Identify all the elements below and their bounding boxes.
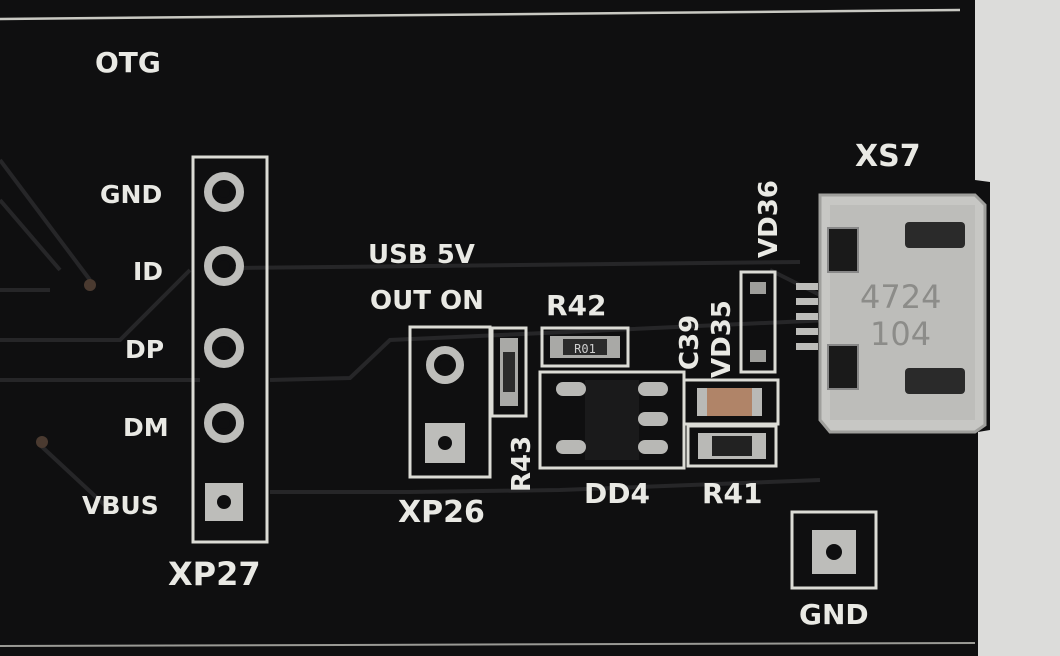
xs7-label: XS7 — [855, 139, 921, 174]
r42-label: R42 — [546, 289, 607, 322]
r41-outline — [686, 424, 778, 468]
dd4-label: DD4 — [584, 477, 650, 510]
connector-tab — [827, 344, 859, 390]
connector-slot — [905, 368, 965, 394]
pin-label-gnd: GND — [100, 180, 162, 209]
gnd-pad-outline — [790, 510, 878, 590]
via — [84, 279, 96, 291]
xp26-outline — [408, 325, 492, 479]
connector-slot — [905, 222, 965, 248]
via — [36, 436, 48, 448]
out-on-label: OUT ON — [370, 286, 484, 316]
c39-label: C39 — [675, 315, 705, 370]
connector-marking-1: 4724 — [860, 278, 941, 316]
r42-marking: R01 — [574, 342, 596, 356]
r43-label: R43 — [507, 436, 537, 492]
xp26-label: XP26 — [398, 495, 485, 530]
pin-label-vbus: VBUS — [82, 491, 159, 520]
connector-tab — [827, 227, 859, 273]
dd4-body — [585, 380, 639, 460]
r42-outline — [540, 326, 630, 368]
vd35-label: VD35 — [707, 300, 737, 378]
pin-label-dp: DP — [125, 335, 164, 364]
c39-body — [702, 388, 756, 416]
xp27-pins — [204, 172, 244, 521]
silk-border-bottom — [0, 642, 976, 647]
vd35-outline — [739, 270, 777, 374]
vd36-label: VD36 — [754, 180, 784, 258]
xp27-outline — [191, 155, 269, 544]
xp26-pin-1 — [426, 346, 464, 384]
connector-pins — [796, 283, 818, 350]
dd4-leads — [556, 382, 668, 454]
c39-outline — [682, 378, 780, 426]
pin-label-dm: DM — [123, 413, 169, 442]
otg-label: OTG — [95, 46, 161, 79]
connector-marking-2: 104 — [870, 315, 931, 353]
xp27-label: XP27 — [168, 555, 261, 593]
usb-5v-label: USB 5V — [368, 240, 475, 270]
pin-label-id: ID — [133, 257, 163, 286]
gnd-label: GND — [799, 598, 869, 631]
copper-traces — [0, 158, 831, 512]
r41-label: R41 — [702, 477, 763, 510]
silk-border-top — [0, 8, 961, 21]
r43-outline — [490, 326, 528, 418]
